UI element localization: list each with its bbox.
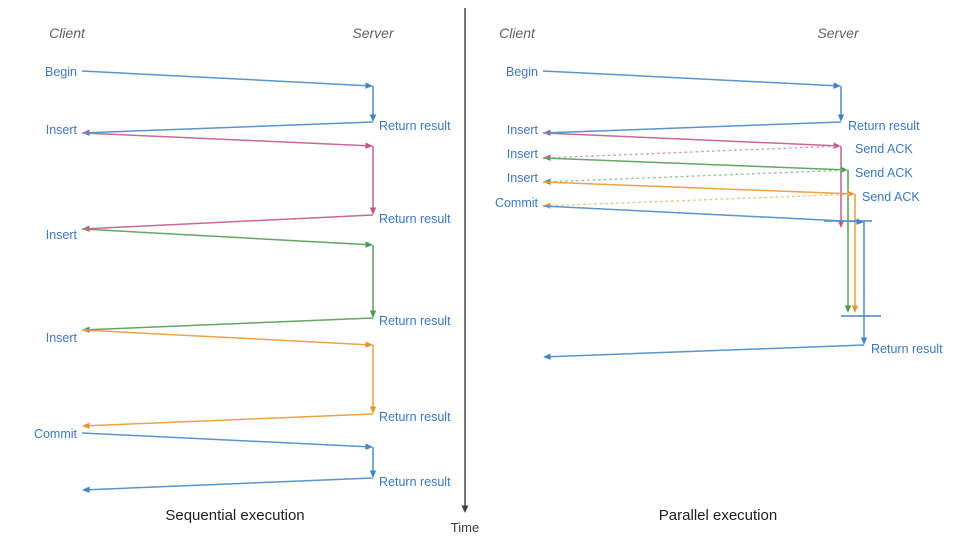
- message-arrowhead-begin-0: [833, 82, 841, 89]
- activation-arrowhead-pink-1: [837, 220, 845, 228]
- message-arrowhead-insert-4: [365, 241, 373, 248]
- message-arrowhead-return-result-9: [543, 353, 551, 360]
- message-label-send-ack-5: Send ACK: [855, 166, 913, 180]
- message-arrowhead-insert-6: [847, 190, 855, 197]
- message-label-commit-8: Commit: [495, 196, 539, 210]
- message-label-insert-6: Insert: [507, 171, 539, 185]
- lane-title-client: Client: [499, 25, 536, 41]
- message-arrowhead-insert-2: [365, 142, 373, 149]
- message-line-commit-8: [542, 205, 859, 223]
- message-label-return-result-1: Return result: [848, 119, 920, 133]
- activation-arrowhead-blue-4: [369, 470, 377, 478]
- message-label-return-result-9: Return result: [871, 342, 943, 356]
- message-line-return-result-3: [87, 214, 374, 230]
- message-line-return-result-9: [548, 344, 865, 358]
- message-label-return-result-1: Return result: [379, 119, 451, 133]
- message-arrowhead-return-result-7: [82, 422, 90, 429]
- message-arrowhead-insert-6: [365, 341, 373, 348]
- message-label-send-ack-3: Send ACK: [855, 142, 913, 156]
- message-arrowhead-insert-2: [833, 142, 841, 149]
- message-label-insert-2: Insert: [46, 123, 78, 137]
- message-line-send-ack-5: [548, 169, 849, 183]
- message-line-send-ack-3: [548, 145, 842, 159]
- message-label-insert-4: Insert: [46, 228, 78, 242]
- message-line-return-result-9: [87, 477, 374, 491]
- message-line-send-ack-7: [548, 193, 856, 207]
- time-axis-label: Time: [451, 520, 479, 535]
- lane-title-client: Client: [49, 25, 86, 41]
- message-label-begin-0: Begin: [45, 65, 77, 79]
- message-arrowhead-insert-4: [840, 166, 848, 173]
- message-arrowhead-return-result-9: [82, 486, 90, 493]
- activation-arrowhead-blue-0: [837, 114, 845, 122]
- activation-arrowhead-blue-0: [369, 114, 377, 122]
- message-line-return-result-1: [87, 121, 374, 134]
- lane-title-server: Server: [817, 25, 860, 41]
- message-label-return-result-9: Return result: [379, 475, 451, 489]
- message-line-insert-4: [542, 157, 843, 171]
- message-label-return-result-5: Return result: [379, 314, 451, 328]
- message-line-insert-4: [81, 228, 368, 246]
- message-line-insert-2: [81, 132, 368, 147]
- message-label-return-result-3: Return result: [379, 212, 451, 226]
- message-line-insert-6: [542, 181, 850, 195]
- message-line-return-result-1: [548, 121, 842, 134]
- message-label-commit-8: Commit: [34, 427, 78, 441]
- activation-arrowhead-blue-4: [860, 337, 868, 345]
- time-axis: Time: [451, 8, 479, 535]
- lane-title-server: Server: [352, 25, 395, 41]
- message-arrowhead-commit-8: [365, 443, 373, 450]
- message-arrowhead-commit-8: [856, 218, 864, 225]
- activation-arrowhead-orange-3: [369, 406, 377, 414]
- message-label-insert-4: Insert: [507, 147, 539, 161]
- message-arrowhead-begin-0: [365, 82, 373, 89]
- message-label-begin-0: Begin: [506, 65, 538, 79]
- time-axis-arrowhead: [461, 505, 469, 513]
- message-line-return-result-5: [87, 317, 374, 331]
- activation-arrowhead-green-2: [369, 310, 377, 318]
- activation-arrowhead-green-2: [844, 305, 852, 313]
- message-line-insert-6: [81, 329, 368, 346]
- message-label-return-result-7: Return result: [379, 410, 451, 424]
- panel-caption-parallel: Parallel execution: [659, 507, 777, 524]
- panel-caption-sequential: Sequential execution: [165, 507, 304, 524]
- message-line-commit-8: [81, 432, 368, 448]
- message-line-begin-0: [542, 70, 836, 87]
- message-line-return-result-7: [87, 413, 374, 427]
- message-label-insert-6: Insert: [46, 331, 78, 345]
- activation-arrowhead-pink-1: [369, 207, 377, 215]
- message-label-send-ack-7: Send ACK: [862, 190, 920, 204]
- message-label-insert-2: Insert: [507, 123, 539, 137]
- activation-arrowhead-orange-3: [851, 305, 859, 313]
- message-line-insert-2: [542, 132, 836, 147]
- message-line-begin-0: [81, 70, 368, 87]
